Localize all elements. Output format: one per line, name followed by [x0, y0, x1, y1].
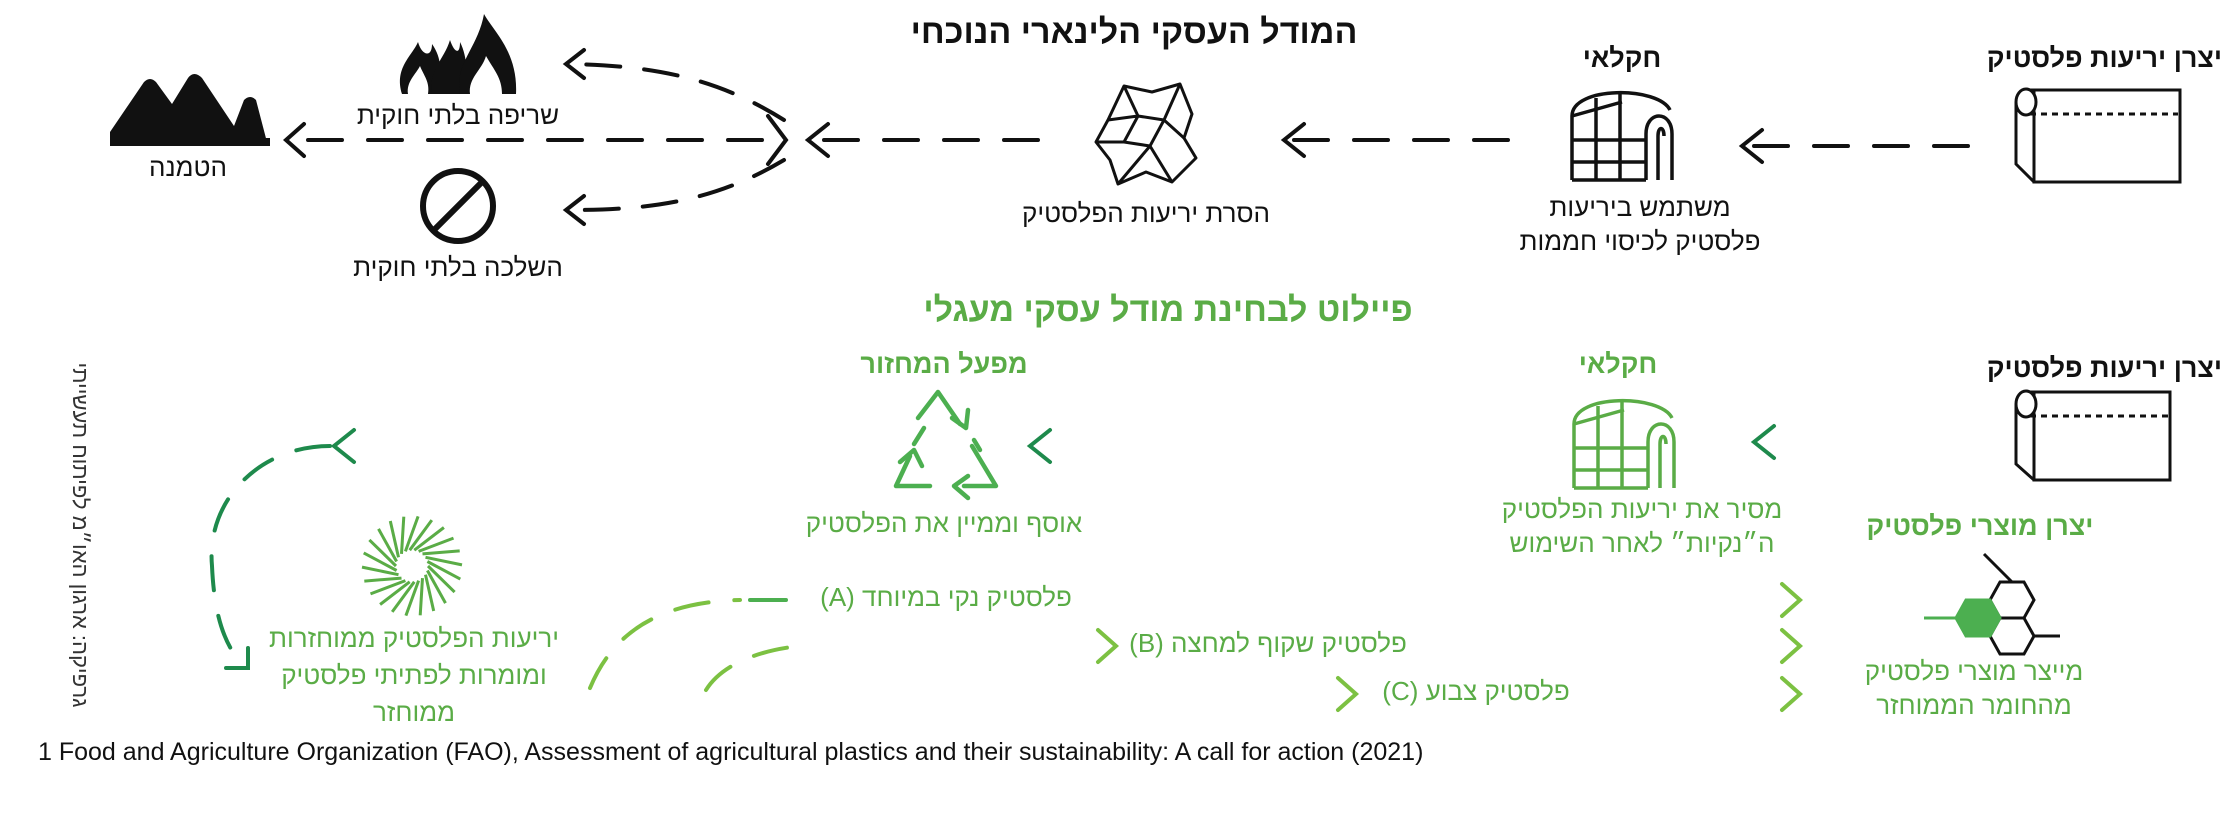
burst-ray [408, 519, 434, 552]
linear-farmer-desc-2: פלסטיק לכיסוי חממות [1519, 226, 1761, 256]
stream-b-label: פלסטיק שקוף למחצה (B) [1129, 628, 1407, 658]
linear-producer-title: יצרן יריעות פלסטיק [1986, 43, 2222, 73]
landfill-icon [110, 74, 270, 146]
dumping-label: השלכה בלתי חוקית [353, 252, 563, 282]
burning-label: שריפה בלתי חוקית [356, 100, 560, 130]
stream-lines [544, 582, 1804, 712]
burst-ray [426, 569, 447, 604]
pellet-burst-icon [361, 515, 463, 617]
greenhouse-icon [1572, 399, 1676, 490]
linear-title: המודל העסקי הלינארי הנוכחי [910, 13, 1358, 51]
burst-ray [425, 555, 463, 567]
linear-arrow-farmer-removal [1280, 122, 1510, 158]
burst-ray [364, 576, 402, 583]
pellets-desc: יריעות הפלסטיק ממוחזרות ומומרות לפתיתי פ… [269, 623, 559, 727]
burst-ray [379, 580, 411, 606]
prohibited-icon [420, 168, 496, 244]
pilot-arrow-recycler-loop [209, 428, 840, 670]
graphic-credit: גרפיקה: ארגון האו״מ לפיתוח תעשייתי [62, 350, 98, 720]
recycler-title: מפעל המחזור [860, 349, 1028, 379]
pilot-title: פיילוט לבחינת מודל עסקי מעגלי [923, 291, 1413, 329]
footnote: 1 Food and Agriculture Organization (FAO… [38, 738, 1424, 766]
linear-arrow-producer-farmer [1738, 128, 1970, 164]
manufacturer-title: יצרן מוצרי פלסטיק [1866, 511, 2094, 541]
burst-ray [418, 536, 455, 553]
burst-ray [422, 549, 460, 556]
burst-ray [388, 520, 400, 558]
burst-ray [426, 564, 456, 594]
burst-ray [400, 516, 406, 554]
burst-ray [424, 574, 436, 612]
greenhouse-icon [1570, 91, 1674, 182]
burst-ray [404, 580, 421, 617]
removal-label: הסרת יריעות הפלסטיק [1021, 198, 1271, 228]
pilot-arrow-producer-farmer [1750, 424, 1976, 460]
stream-a-label: פלסטיק נקי במיוחד (A) [820, 582, 1072, 612]
burst-ray [369, 579, 406, 596]
recycler-desc: אוסף וממיין את הפלסטיק [805, 508, 1083, 538]
burst-ray [418, 578, 424, 616]
linear-farmer-desc-1: משתמש ביריעות [1549, 192, 1731, 222]
crumpled-plastic-icon [1094, 82, 1198, 186]
linear-arrow-removal-split [804, 122, 1040, 158]
pilot-farmer-title: חקלאי [1578, 349, 1658, 379]
recycle-icon [893, 389, 999, 501]
manufacturer-desc-1: מייצר מוצרי פלסטיק [1864, 656, 2084, 686]
plastic-roll-icon [2014, 87, 2182, 184]
pilot-farmer-desc-1: מסיר את יריעות הפלסטיק [1501, 494, 1783, 524]
fire-icon [399, 14, 517, 94]
burst-ray [362, 551, 398, 572]
burst-ray [413, 526, 445, 552]
burst-ray [368, 538, 398, 568]
manufacturer-desc-2: מהחומר הממוחזר [1876, 690, 2072, 720]
pilot-arrow-farmer-recycler [1026, 428, 1516, 464]
burst-ray [403, 515, 420, 552]
molecule-icon [1924, 552, 2060, 656]
graphic-credit-text: גרפיקה: ארגון האו״מ לפיתוח תעשייתי [68, 362, 93, 708]
burst-ray [390, 580, 416, 613]
burst-ray [426, 560, 462, 581]
pilot-producer-title: יצרן יריעות פלסטיק [1986, 353, 2222, 383]
linear-split-arrows [282, 48, 789, 226]
plastic-roll-icon [2014, 389, 2172, 482]
burst-ray [377, 528, 398, 563]
stream-c-label: פלסטיק צבוע (C) [1382, 676, 1570, 706]
burst-ray [361, 565, 399, 577]
landfill-label: הטמנה [149, 152, 227, 182]
linear-farmer-title: חקלאי [1582, 43, 1662, 73]
pilot-farmer-desc-2: ה״נקיות״ לאחר השימוש [1509, 528, 1775, 558]
